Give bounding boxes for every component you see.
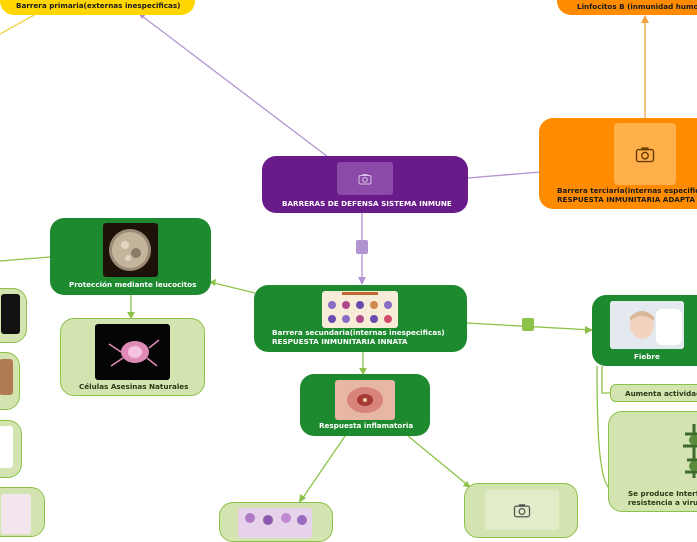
node-partial-left-2[interactable]: [0, 352, 20, 410]
partial-image: [1, 494, 31, 534]
image-placeholder: [614, 123, 676, 185]
node-aumenta-actividad[interactable]: Aumenta actividad: [610, 384, 697, 402]
connector-inflamatoria-right: [407, 435, 471, 488]
connector-handle: [356, 240, 368, 254]
node-celulas-asesinas[interactable]: Células Asesinas Naturales: [60, 318, 205, 396]
partial-image: [0, 426, 13, 468]
image-placeholder: [337, 162, 393, 195]
node-partial-bottom-right[interactable]: [464, 483, 578, 538]
fiebre-child-image: [610, 301, 684, 349]
partial-image: [0, 359, 13, 395]
node-label: Fiebre: [634, 352, 660, 361]
node-barreras-defensa[interactable]: BARRERAS DE DEFENSA SISTEMA INMUNE: [262, 156, 468, 213]
node-partial-left-4[interactable]: [0, 487, 45, 537]
connector-main-primaria: [141, 15, 329, 158]
connector-fiebre-interferon: [596, 365, 611, 490]
camera-icon: [635, 146, 655, 162]
connector-primaria-offscreen: [0, 13, 37, 35]
arrowhead: [358, 277, 366, 285]
arrowhead: [641, 15, 649, 23]
image-placeholder: [485, 490, 559, 530]
node-partial-left-3[interactable]: [0, 420, 22, 478]
node-label: Barrera terciaria(internas especifica RE…: [557, 186, 697, 204]
node-label: Barrera primaria(externas inespecificas): [16, 1, 181, 10]
arrowhead: [359, 368, 367, 375]
node-label: Células Asesinas Naturales: [79, 382, 189, 391]
camera-icon: [513, 503, 531, 517]
connector-handle: [522, 318, 534, 331]
connector-fiebre-actividad: [601, 366, 610, 394]
node-label: Se produce Interf resistencia a viru: [628, 489, 697, 507]
connector-leucocitos-offscreen: [0, 256, 51, 262]
camera-icon: [358, 173, 372, 184]
connector-secundaria-leucocitos: [209, 281, 256, 294]
node-interferon[interactable]: Se produce Interf resistencia a viru: [608, 411, 697, 512]
node-label: BARRERAS DE DEFENSA SISTEMA INMUNE: [282, 199, 452, 208]
node-proteccion-leucocitos[interactable]: Protección mediante leucocitos: [50, 218, 211, 295]
virus-image: [679, 420, 697, 482]
node-linfocitos-b[interactable]: Linfocitos B (inmunidad humo: [557, 0, 697, 15]
node-label: Barrera secundaria(internas inespecifica…: [272, 328, 445, 346]
arrowhead: [585, 326, 593, 334]
arrowhead: [299, 494, 306, 503]
arrowhead: [127, 312, 135, 319]
connector-inflamatoria-left: [299, 435, 346, 503]
node-label: Protección mediante leucocitos: [69, 280, 197, 289]
node-barrera-secundaria[interactable]: Barrera secundaria(internas inespecifica…: [254, 285, 467, 352]
node-fiebre[interactable]: Fiebre: [592, 295, 697, 366]
node-barrera-primaria[interactable]: Barrera primaria(externas inespecificas): [0, 0, 195, 15]
node-label: Aumenta actividad: [625, 389, 697, 398]
cells-image: [238, 508, 312, 538]
connector-main-terciaria: [467, 171, 541, 179]
node-respuesta-inflamatoria[interactable]: Respuesta inflamatoria: [300, 374, 430, 436]
node-partial-bottom-left[interactable]: [219, 502, 333, 542]
partial-image: [1, 294, 20, 334]
node-partial-left-1[interactable]: [0, 288, 27, 343]
node-label: Respuesta inflamatoria: [319, 421, 414, 430]
blood-cells-chart-image: [322, 291, 398, 328]
leucocito-image: [103, 223, 158, 277]
inflamacion-image: [335, 380, 395, 420]
arrowhead: [209, 279, 216, 286]
node-label: Linfocitos B (inmunidad humo: [577, 2, 697, 11]
celula-asesina-image: [95, 324, 170, 380]
node-barrera-terciaria[interactable]: Barrera terciaria(internas especifica RE…: [539, 118, 697, 209]
